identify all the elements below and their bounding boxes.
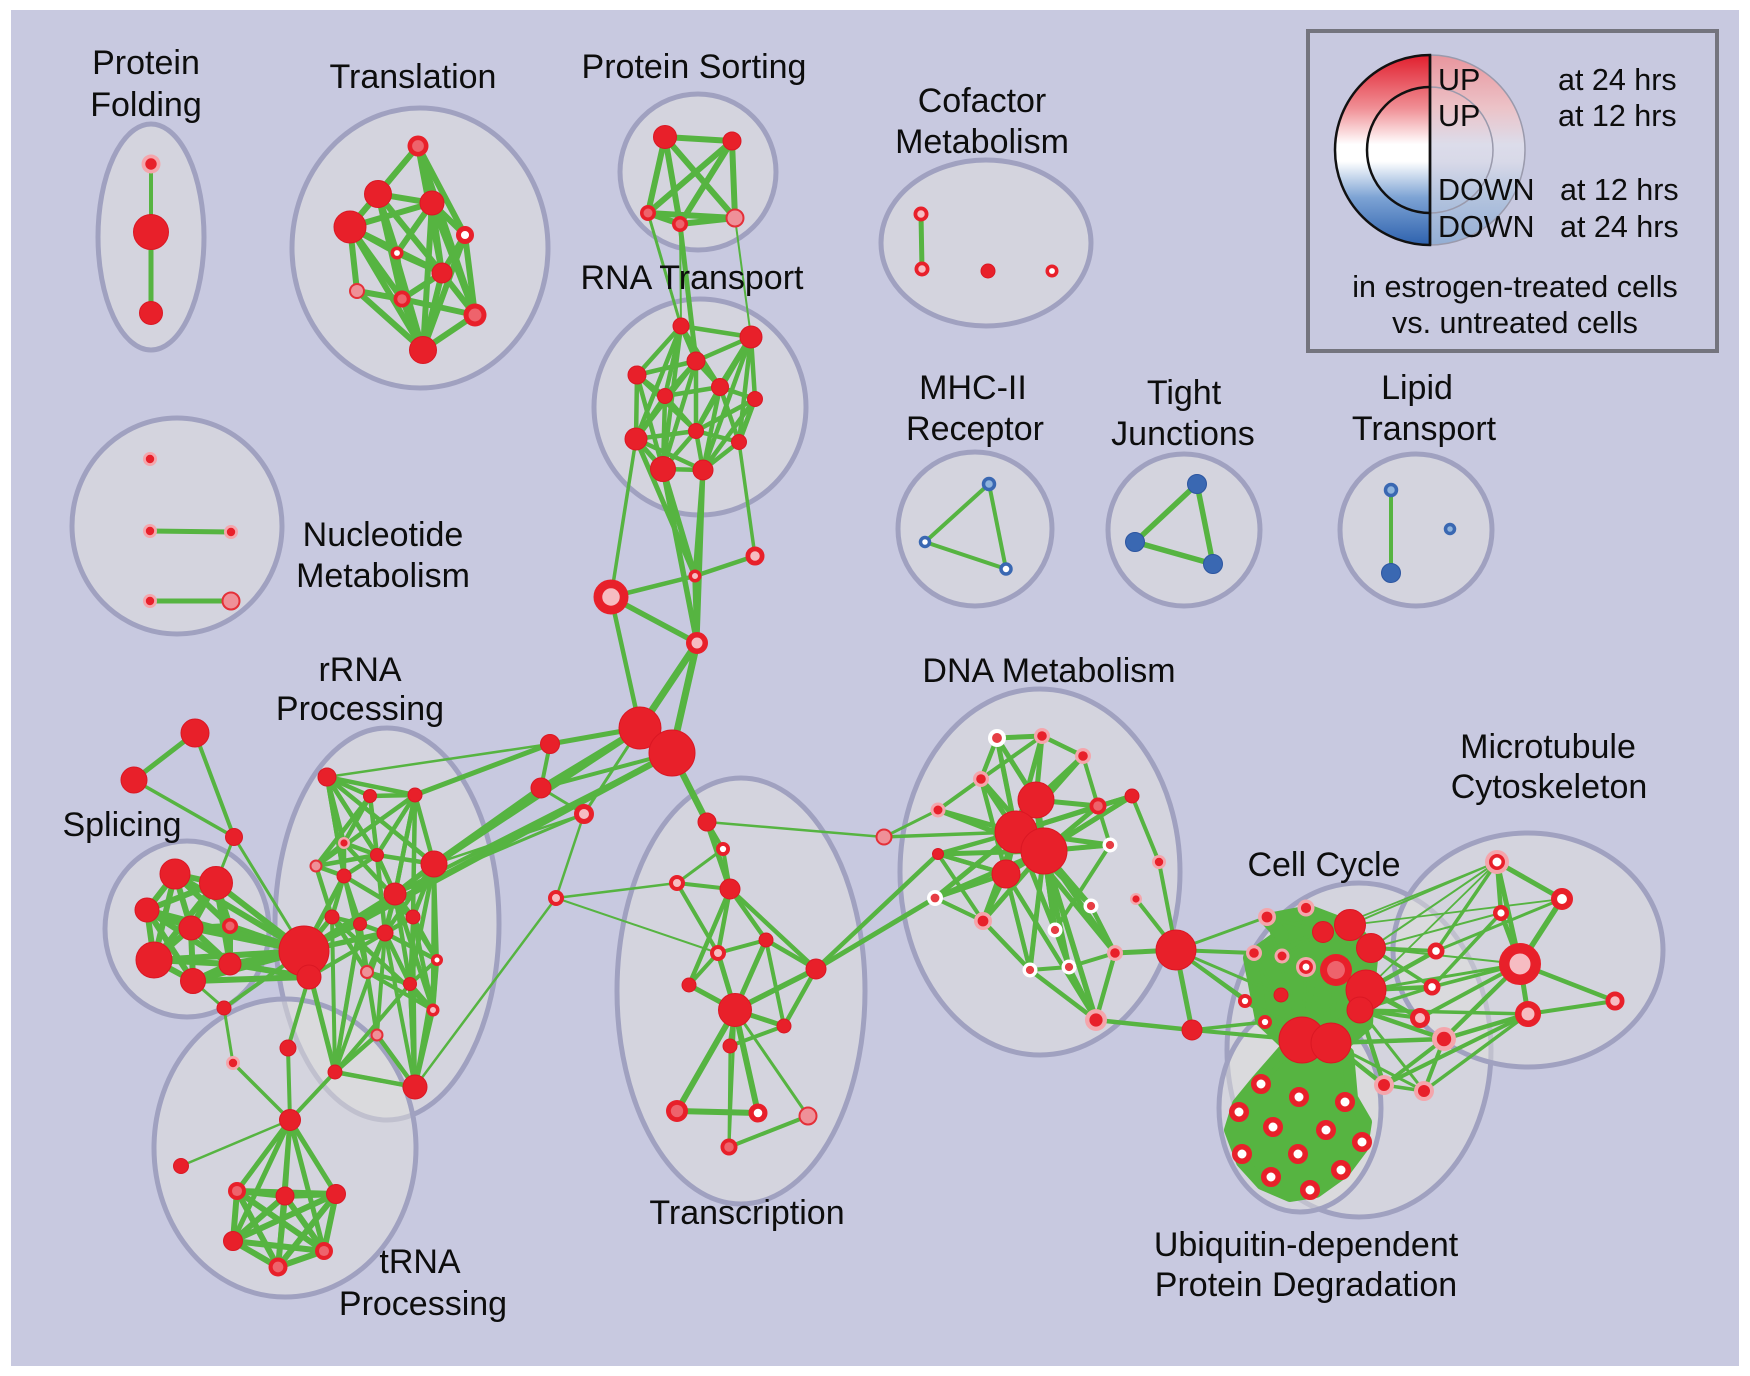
svg-text:Protein Sorting: Protein Sorting [582, 48, 807, 86]
svg-text:Folding: Folding [90, 86, 202, 124]
svg-text:Ubiquitin-dependent: Ubiquitin-dependent [1154, 1226, 1459, 1264]
svg-text:Transcription: Transcription [649, 1194, 844, 1232]
svg-text:Translation: Translation [330, 58, 497, 96]
svg-text:at 12 hrs: at 12 hrs [1560, 173, 1679, 207]
svg-text:rRNA: rRNA [318, 651, 401, 689]
svg-text:UP: UP [1438, 63, 1480, 97]
svg-text:Cytoskeleton: Cytoskeleton [1451, 768, 1648, 806]
svg-text:Cofactor: Cofactor [918, 82, 1047, 120]
svg-text:Tight: Tight [1147, 374, 1222, 412]
svg-text:DOWN: DOWN [1438, 210, 1535, 244]
svg-text:Metabolism: Metabolism [296, 557, 470, 595]
svg-text:in estrogen-treated cells: in estrogen-treated cells [1352, 270, 1678, 304]
svg-text:at 12 hrs: at 12 hrs [1558, 99, 1677, 133]
svg-text:DOWN: DOWN [1438, 173, 1535, 207]
svg-text:at 24 hrs: at 24 hrs [1558, 63, 1677, 97]
svg-text:Lipid: Lipid [1381, 369, 1453, 407]
svg-text:Receptor: Receptor [906, 410, 1044, 448]
svg-text:tRNA: tRNA [379, 1243, 461, 1281]
svg-text:Protein: Protein [92, 44, 200, 82]
svg-text:Nucleotide: Nucleotide [303, 516, 464, 554]
svg-text:DNA Metabolism: DNA Metabolism [922, 652, 1175, 690]
svg-text:Processing: Processing [276, 690, 444, 728]
svg-text:Processing: Processing [339, 1285, 507, 1323]
svg-text:UP: UP [1438, 99, 1480, 133]
svg-text:Splicing: Splicing [62, 806, 181, 844]
svg-text:Metabolism: Metabolism [895, 123, 1069, 161]
svg-text:Junctions: Junctions [1111, 415, 1255, 453]
svg-text:Microtubule: Microtubule [1460, 728, 1636, 766]
svg-text:Transport: Transport [1352, 410, 1497, 448]
svg-text:MHC-II: MHC-II [919, 369, 1027, 407]
svg-text:at 24 hrs: at 24 hrs [1560, 210, 1679, 244]
svg-text:RNA Transport: RNA Transport [581, 259, 805, 297]
svg-text:Cell Cycle: Cell Cycle [1247, 846, 1400, 884]
svg-text:Protein Degradation: Protein Degradation [1155, 1266, 1457, 1304]
svg-text:vs. untreated cells: vs. untreated cells [1392, 306, 1638, 340]
